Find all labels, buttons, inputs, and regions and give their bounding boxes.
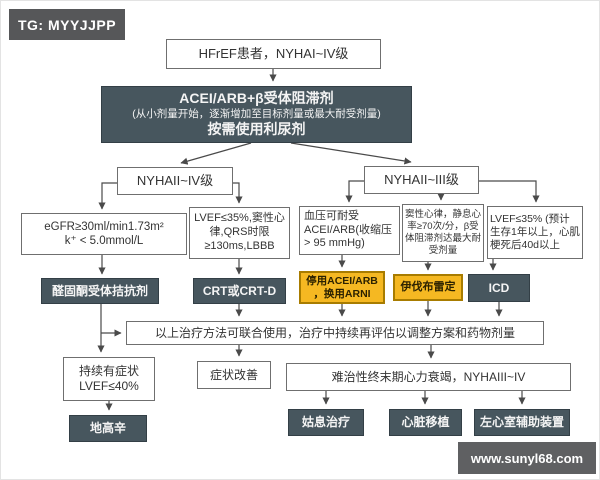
combine-therapy-label: 以上治疗方法可联合使用，治疗中持续再评估以调整方案和药物剂量 [154,325,515,340]
action-node-lvad: 左心室辅助装置 [474,409,570,436]
criteria-node-blood-pressure: 血压可耐受ACEI/ARB(收缩压 > 95 mmHg) [299,206,400,255]
refractory-hf-node: 难治性终末期心力衰竭，NYHAIII~IV [286,363,571,391]
criteria-sinus-text: 窦性心律，静息心率≥70次/分，β受体阻滞剂达最大耐受剂量 [405,209,482,256]
tag-badge-label: TG: MYYJJPP [17,16,117,33]
action-node-digoxin: 地高辛 [69,415,147,442]
criteria-node-sinus-rhythm: 窦性心律，静息心率≥70次/分，β受体阻滞剂达最大耐受剂量 [402,204,484,262]
start-node-label: HFrEF患者，NYHAI~IV级 [198,45,349,61]
action-node-icd: ICD [468,274,530,302]
action-node-ivabradine: 伊伐布雷定 [393,274,463,301]
tag-badge: TG: MYYJJPP [9,9,125,40]
criteria-egfr-line2: k⁺ < 5.0mmol/L [64,235,144,247]
action-transplant-label: 心脏移植 [401,415,450,429]
main-therapy-line1: ACEI/ARB+β受体阻滞剂 [179,90,334,107]
persistent-symptoms-node: 持续有症状 LVEF≤40% [63,357,155,401]
action-mra-label: 醛固酮受体拮抗剂 [51,283,148,298]
watermark-label: www.sunyl68.com [470,450,584,466]
action-icd-label: ICD [488,280,510,295]
action-digoxin-label: 地高辛 [89,421,126,435]
main-therapy-line3: 按需使用利尿剂 [207,121,306,138]
persistent-line1: 持续有症状 [78,364,139,378]
criteria-node-lvef-icd: LVEF≤35% (预计生存1年以上，心肌梗死后40d以上 [487,206,583,259]
action-arni-line1: 停用ACEI/ARB [306,274,378,287]
action-ivabradine-label: 伊伐布雷定 [400,280,456,293]
criteria-egfr-line1: eGFR≥30ml/min1.73m² [44,220,164,233]
criteria-lvef-crt-text: LVEF≤35%,窦性心律,QRS时限≥130ms,LBBB [194,212,285,252]
action-palliative-label: 姑息治疗 [301,415,350,429]
watermark-bar: www.sunyl68.com [458,442,596,474]
main-therapy-line2: (从小剂量开始，逐渐增加至目标剂量或最大耐受剂量) [132,107,381,120]
criteria-lvef-icd-text: LVEF≤35% (预计生存1年以上，心肌梗死后40d以上 [490,212,580,252]
action-crt-label: CRT或CRT-D [202,283,277,298]
branch-right-label: NYHAII~III级 [384,171,459,187]
criteria-bp-text: 血压可耐受ACEI/ARB(收缩压 > 95 mmHg) [304,209,393,250]
main-therapy-node: ACEI/ARB+β受体阻滞剂 (从小剂量开始，逐渐增加至目标剂量或最大耐受剂量… [101,86,412,143]
branch-left-label: NYHAII~IV级 [136,172,214,188]
refractory-hf-label: 难治性终末期心力衰竭，NYHAIII~IV [331,369,526,384]
action-node-palliative-care: 姑息治疗 [288,409,364,436]
action-node-mra: 醛固酮受体拮抗剂 [41,278,159,304]
symptoms-improved-label: 症状改善 [209,367,258,382]
branch-node-nyha-2-3: NYHAII~III级 [364,166,479,194]
action-node-crt: CRT或CRT-D [193,278,286,304]
action-node-arni: 停用ACEI/ARB ，换用ARNI [299,271,385,304]
symptoms-improved-node: 症状改善 [197,361,271,389]
action-lvad-label: 左心室辅助装置 [479,415,564,429]
action-node-heart-transplant: 心脏移植 [389,409,462,436]
action-arni-line2: ，换用ARNI [313,287,371,300]
start-node-hfref-patient: HFrEF患者，NYHAI~IV级 [166,39,381,69]
criteria-node-egfr: eGFR≥30ml/min1.73m² k⁺ < 5.0mmol/L [21,213,187,255]
persistent-line2: LVEF≤40% [79,379,139,393]
criteria-node-lvef-crt: LVEF≤35%,窦性心律,QRS时限≥130ms,LBBB [189,207,290,259]
branch-node-nyha-2-4: NYHAII~IV级 [117,167,233,195]
combine-therapy-node: 以上治疗方法可联合使用，治疗中持续再评估以调整方案和药物剂量 [126,321,544,345]
